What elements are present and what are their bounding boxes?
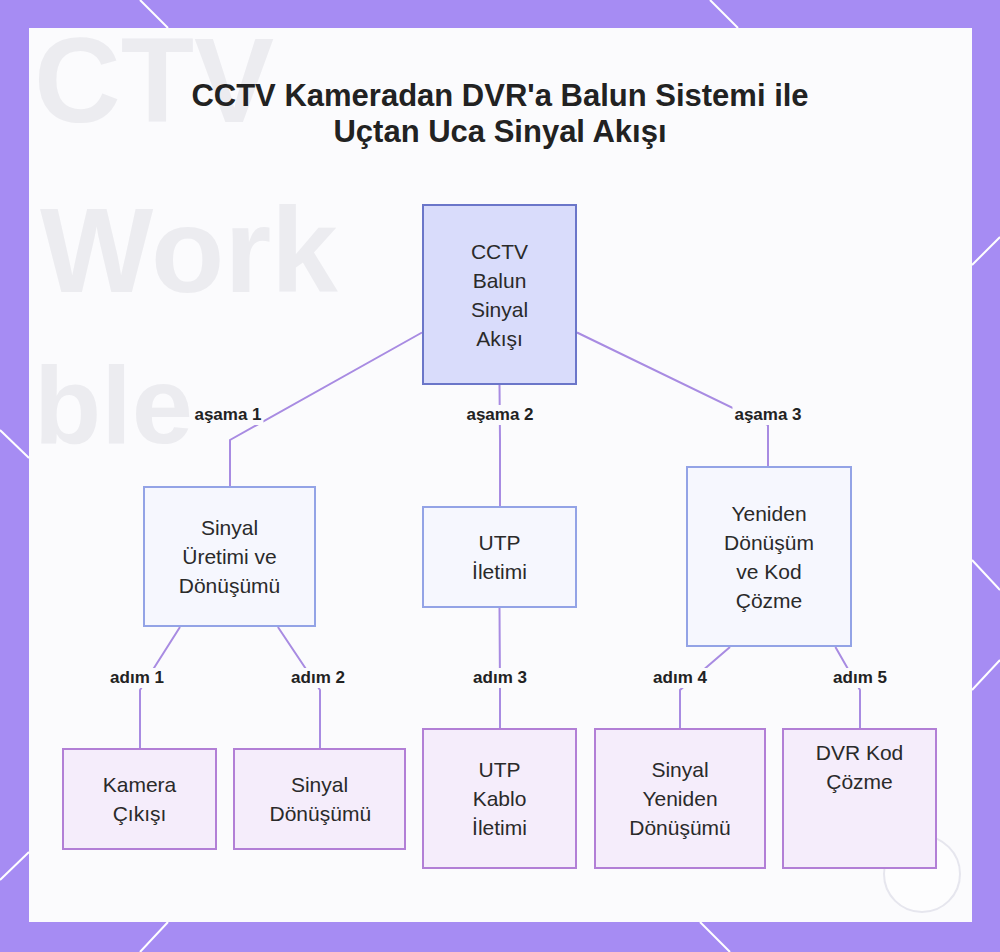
edge-label: adım 2 — [289, 668, 347, 688]
deco-line — [972, 237, 1000, 265]
edge-label: adım 1 — [108, 668, 166, 688]
node-label: Kamera Çıkışı — [95, 770, 185, 828]
deco-line — [700, 922, 730, 952]
deco-line — [972, 660, 1000, 690]
edge-label: aşama 3 — [732, 405, 803, 425]
node-label: Yeniden Dönüşüm ve Kod Çözme — [719, 499, 819, 615]
watermark-text: ble — [34, 350, 193, 460]
deco-line — [0, 430, 29, 458]
deco-line — [0, 852, 29, 880]
stage-box: Yeniden Dönüşüm ve Kod Çözme — [686, 466, 852, 647]
step-box: Sinyal Yeniden Dönüşümü — [594, 728, 766, 869]
root-box: CCTV Balun Sinyal Akışı — [422, 204, 577, 385]
watermark-text: Work — [40, 190, 338, 310]
node-label: Sinyal Dönüşümü — [270, 770, 370, 828]
diagram-title: CCTV Kameradan DVR'a Balun Sistemi ile U… — [170, 78, 830, 150]
edge-label: adım 3 — [471, 668, 529, 688]
step-box: UTP Kablo İletimi — [422, 728, 577, 869]
step-box: Sinyal Dönüşümü — [233, 748, 406, 850]
deco-line — [140, 922, 168, 952]
edge-label: aşama 1 — [192, 405, 263, 425]
step-box: DVR Kod Çözme — [782, 728, 937, 869]
stage-box: Sinyal Üretimi ve Dönüşümü — [143, 486, 316, 627]
edge-label: aşama 2 — [464, 405, 535, 425]
node-label: Sinyal Yeniden Dönüşümü — [627, 755, 733, 842]
node-label: UTP Kablo İletimi — [460, 755, 540, 842]
deco-line — [972, 560, 1000, 590]
edge-label: adım 4 — [651, 668, 709, 688]
step-box: Kamera Çıkışı — [62, 748, 217, 850]
node-label: CCTV Balun Sinyal Akışı — [460, 237, 540, 353]
connector-line — [499, 385, 502, 506]
edge-label: adım 5 — [831, 668, 889, 688]
node-label: UTP İletimi — [460, 528, 540, 586]
deco-line — [710, 0, 738, 28]
node-label: Sinyal Üretimi ve Dönüşümü — [174, 513, 286, 600]
connector-line — [577, 333, 768, 467]
node-label: DVR Kod Çözme — [810, 738, 910, 796]
stage-box: UTP İletimi — [422, 506, 577, 608]
